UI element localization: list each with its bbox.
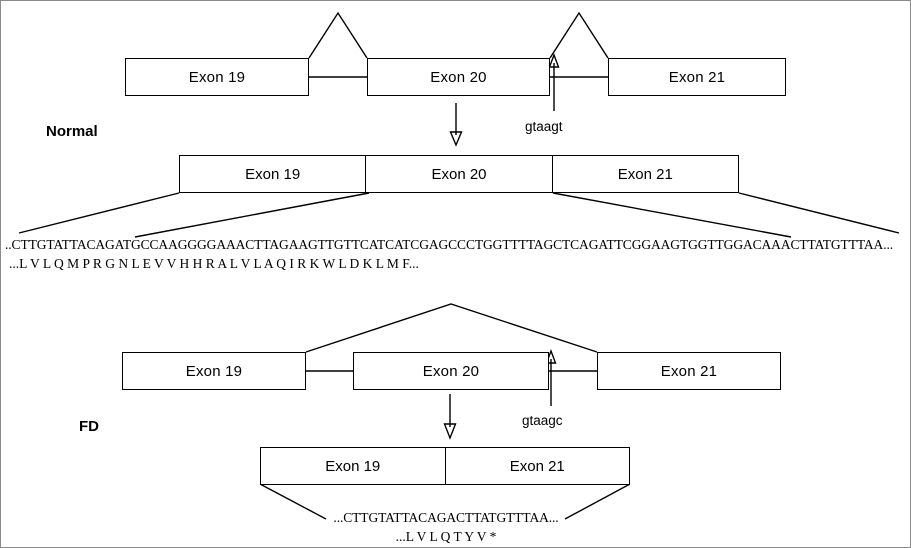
mrna-exon-19-normal: Exon 19 (180, 156, 367, 192)
nucleotide-sequence-normal: ..CTTGTATTACAGATGCCAAGGGGAAACTTAGAAGTTGT… (5, 237, 894, 252)
premrna-exon-19-normal: Exon 19 (125, 58, 309, 96)
funnel-right-inner-normal (552, 192, 792, 238)
premrna-exon-20-fd: Exon 20 (353, 352, 549, 390)
mrna-exon-19-fd: Exon 19 (261, 448, 446, 484)
funnel-left-inner-normal (134, 192, 370, 238)
splice-site-label-fd: gtaagc (522, 413, 563, 428)
nucleotide-sequence-fd: ...CTTGTATTACAGACTTATGTTTAA... (333, 510, 559, 525)
exon-skipping-arch-fd (305, 303, 598, 353)
panel-label-fd: FD (79, 418, 99, 435)
mrna-box-normal: Exon 19 Exon 20 Exon 21 (179, 155, 739, 193)
mrna-exon-21-normal: Exon 21 (617, 165, 673, 183)
premrna-exon-21-fd: Exon 21 (597, 352, 781, 390)
amino-acid-sequence-normal: ...L V L Q M P R G N L E V V H H R A L V… (9, 256, 419, 271)
mrna-exon-21-fd: Exon 21 (509, 457, 565, 475)
mrna-box-fd: Exon 19 Exon 21 (260, 447, 630, 485)
amino-acid-sequence-fd: ...L V L Q T Y V * (395, 529, 497, 544)
splicing-arrow-head-fd (443, 423, 457, 440)
premrna-exon-21-normal: Exon 21 (608, 58, 786, 96)
premrna-exon-19-fd: Exon 19 (122, 352, 306, 390)
intron-19-peak-normal (308, 11, 368, 59)
splicing-arrow-head-normal (449, 131, 463, 147)
funnel-left-outer-normal (18, 192, 180, 234)
funnel-right-outer-normal (738, 192, 900, 234)
intron-20-peak-normal (549, 11, 609, 59)
panel-label-normal: Normal (46, 123, 98, 140)
premrna-exon-20-normal: Exon 20 (367, 58, 550, 96)
splice-site-arrow-head-normal (548, 53, 560, 68)
mrna-exon-20-normal: Exon 20 (366, 156, 553, 192)
splice-site-label-normal: gtaagt (525, 119, 563, 134)
